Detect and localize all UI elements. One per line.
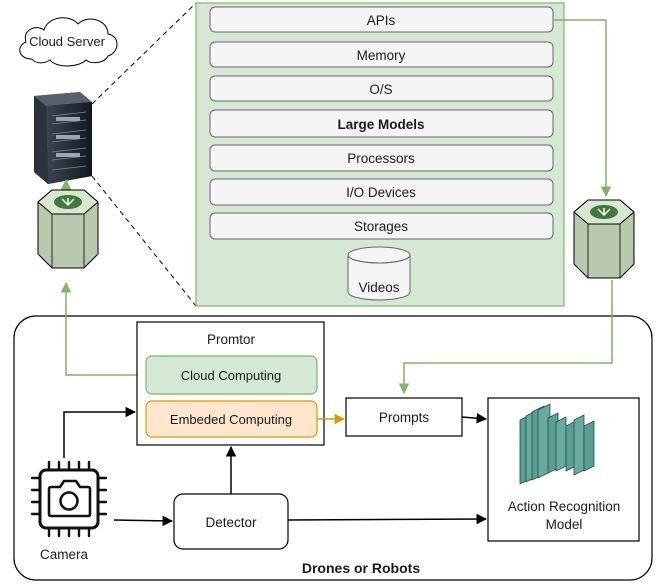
layer-large-models-label: Large Models: [337, 117, 424, 132]
network-node-left-icon: [37, 189, 99, 269]
edge-apis-to-node: [553, 19, 612, 198]
action-recognition-label-line1: Action Recognition: [508, 499, 621, 514]
layer-os: O/S: [209, 75, 554, 102]
edge-camera-to-detector: [113, 515, 174, 527]
layer-apis: APIs: [209, 6, 554, 33]
videos-label: Videos: [358, 280, 399, 295]
detector-label: Detector: [205, 515, 257, 530]
edge-detector-to-model: [287, 513, 488, 525]
videos-database-icon: [347, 246, 411, 301]
edge-cloud-computing-to-node: [60, 281, 146, 376]
prompts-label: Prompts: [379, 410, 430, 425]
layer-processors-label: Processors: [347, 151, 415, 166]
layer-storages: Storages: [209, 212, 554, 240]
layer-large-models: Large Models: [209, 109, 554, 138]
layer-apis-label: APIs: [367, 13, 396, 28]
action-recognition-label-line2: Model: [546, 517, 583, 532]
layer-memory-label: Memory: [357, 48, 406, 63]
camera-label: Camera: [40, 547, 89, 562]
edge-node-to-prompts: [398, 280, 613, 395]
server-rack-icon: [34, 92, 92, 184]
cloud-server-label: Cloud Server: [29, 34, 106, 49]
layer-io-devices-label: I/O Devices: [346, 185, 416, 200]
layer-storages-label: Storages: [354, 219, 408, 234]
zoom-line-bottom: [91, 175, 197, 307]
neural-layers-icon: [519, 403, 595, 485]
camera-chip-icon: [30, 460, 108, 538]
prompts-box: [345, 397, 463, 437]
device-group-label: Drones or Robots: [302, 560, 420, 576]
cloud-server-icon: [19, 17, 118, 67]
layer-memory: Memory: [209, 41, 554, 68]
layer-io-devices: I/O Devices: [209, 178, 554, 206]
layer-processors: Processors: [209, 144, 554, 172]
promptor-title: Promtor: [207, 332, 256, 347]
layer-os-label: O/S: [369, 82, 392, 97]
network-node-right-icon: [573, 199, 635, 279]
zoom-line-top: [91, 2, 197, 105]
edge-prompts-to-model: [461, 412, 488, 424]
cloud-computing-label: Cloud Computing: [181, 368, 281, 383]
embedded-computing-label: Embeded Computing: [170, 412, 292, 427]
cloud-computing-box: [145, 355, 318, 395]
edge-camera-to-promptor: [63, 406, 137, 458]
